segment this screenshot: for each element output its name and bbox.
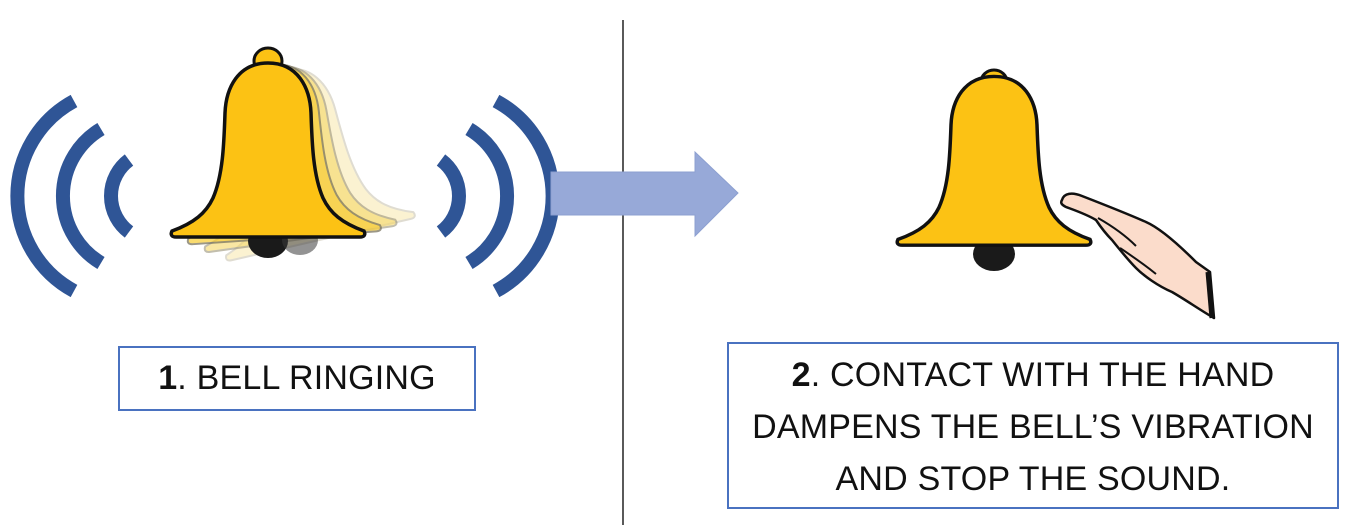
right-arrow-icon bbox=[550, 150, 739, 238]
hand-icon bbox=[1059, 192, 1216, 320]
bell-icon bbox=[895, 68, 1093, 271]
left-bell bbox=[169, 46, 367, 258]
wave-right-middle bbox=[465, 122, 515, 270]
step-2-line-3: AND STOP THE SOUND. bbox=[835, 460, 1231, 498]
caption-step-1: 1. BELL RINGING bbox=[118, 346, 476, 411]
step-2-line-1-text: . CONTACT WITH THE HAND bbox=[810, 356, 1275, 394]
step-1-number: 1 bbox=[158, 359, 178, 397]
wave-left-outer bbox=[10, 94, 78, 298]
hand-finger-line bbox=[1097, 217, 1137, 247]
caption-step-2: 2. CONTACT WITH THE HAND DAMPENS THE BEL… bbox=[727, 342, 1339, 509]
hand-shape bbox=[1059, 192, 1216, 320]
step-2-line-1: 2. CONTACT WITH THE HAND bbox=[729, 349, 1337, 401]
step-2-number: 2 bbox=[791, 356, 811, 394]
wave-right-inner bbox=[436, 154, 466, 238]
hand-finger-line bbox=[1119, 247, 1157, 275]
wave-left-inner bbox=[104, 154, 134, 238]
ringing-bell-icon bbox=[169, 46, 417, 263]
bell-body bbox=[895, 74, 1093, 247]
hand-cuff bbox=[1205, 271, 1215, 319]
wave-left-middle bbox=[55, 122, 105, 270]
step-2-line-2: DAMPENS THE BELL’S VIBRATION bbox=[752, 408, 1314, 446]
step-1-text: . BELL RINGING bbox=[177, 359, 436, 397]
